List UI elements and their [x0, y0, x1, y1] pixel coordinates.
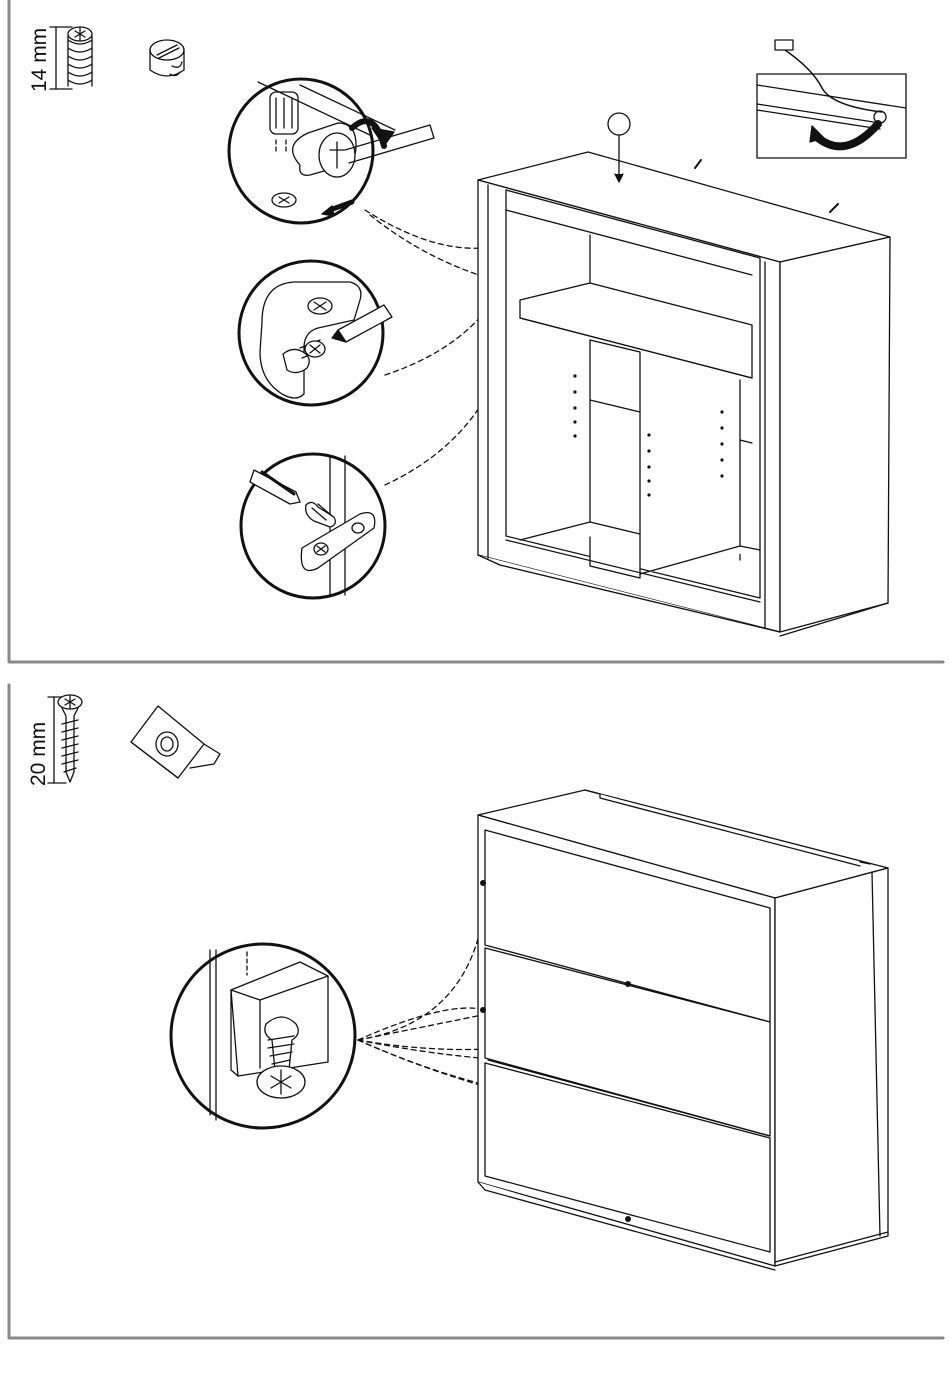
cable-clip-icon: [775, 40, 793, 50]
screw-length-text-1: 14 mm: [28, 28, 51, 92]
screw-length-text-2: 20 mm: [27, 722, 50, 786]
detail-corner-bracket: [239, 261, 392, 405]
detail-cam-lock-insert: [229, 79, 434, 223]
cable-clip-inset: [757, 40, 906, 158]
screw-length-label-1: 14 mm: [28, 27, 72, 92]
plastic-angle-bracket-icon: [131, 706, 220, 778]
cam-lock-icon: [150, 40, 184, 76]
screw-length-label-2: 20 mm: [27, 697, 66, 786]
detail-flat-bracket: [241, 454, 385, 598]
wood-screw-icon: [58, 695, 82, 782]
cam-lock-screw-icon: [68, 27, 92, 86]
panel-step-1: 14 mm: [9, 0, 943, 662]
detail-angle-bracket-screw: [171, 944, 355, 1128]
cabinet-carcass-2: [478, 790, 888, 1270]
panel-step-2: 20 mm: [9, 685, 943, 1338]
cabinet-carcass-1: [478, 152, 890, 636]
